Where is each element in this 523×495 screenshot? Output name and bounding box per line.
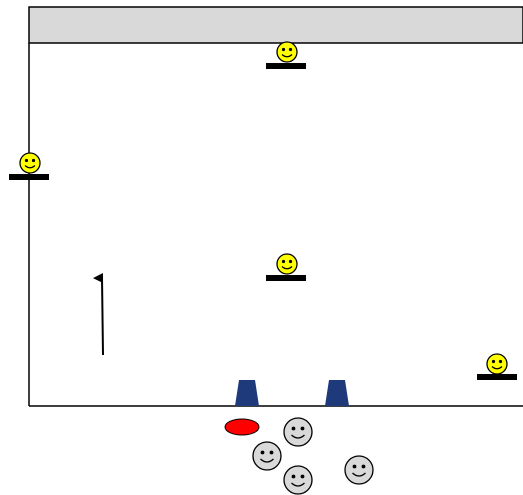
smiley-face-icon <box>487 354 507 374</box>
platform-right-lower <box>477 354 517 380</box>
smiley-face-icon <box>277 254 297 274</box>
platform <box>266 275 306 281</box>
smiley-face-icon <box>284 418 312 446</box>
smiley-face-icon <box>20 153 40 173</box>
platform <box>266 63 306 69</box>
platform-top-center <box>266 42 306 69</box>
platform-middle-center <box>266 254 306 281</box>
smiley-face-icon <box>277 42 297 62</box>
cone-icon <box>235 380 259 406</box>
smiley-face-icon <box>253 442 281 470</box>
smiley-face-icon <box>284 466 312 494</box>
header-band <box>29 7 523 43</box>
red-disc-marker-icon <box>225 419 259 435</box>
platform <box>9 174 49 180</box>
platform-left-edge <box>9 153 49 180</box>
smiley-face-icon <box>345 456 373 484</box>
platform <box>477 374 517 380</box>
cone-icon <box>325 380 349 406</box>
up-arrow-icon <box>102 278 103 355</box>
